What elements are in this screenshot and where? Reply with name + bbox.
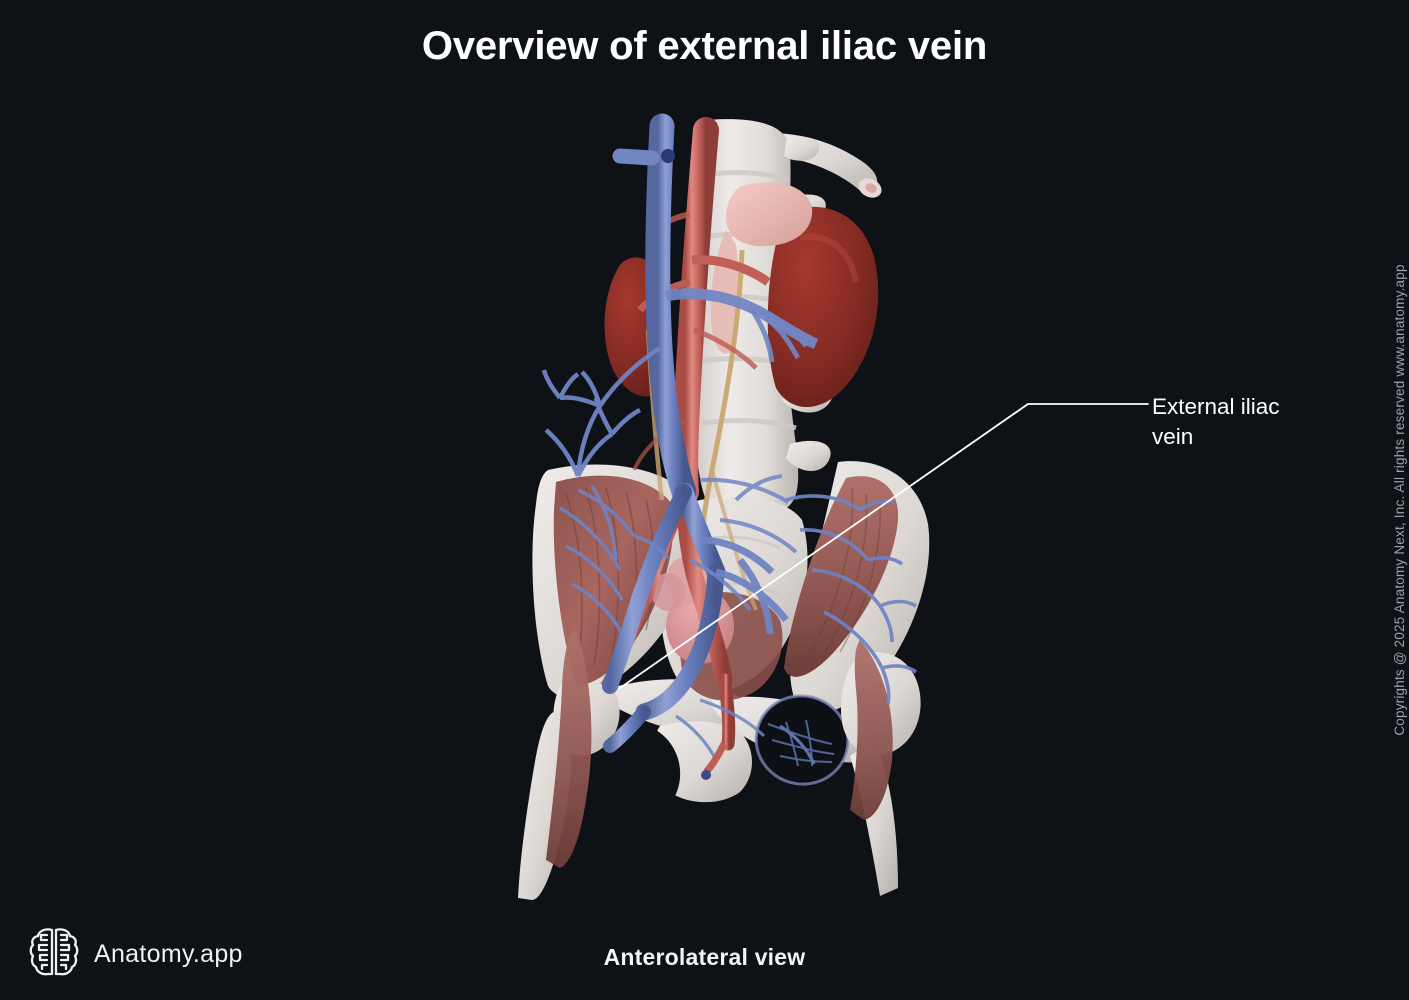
label-line-1: External iliac [1152,394,1280,419]
brain-icon [28,925,80,984]
label-line-2: vein [1152,424,1194,449]
anatomy-app-logo[interactable]: Anatomy.app [28,925,243,984]
page-title: Overview of external iliac vein [421,24,988,68]
vein-lumen [661,149,675,163]
adrenal-gland [725,182,813,247]
psoas-muscle-left [546,630,592,868]
label-external-iliac-vein: External iliac vein [1152,392,1362,452]
logo-brand-text: Anatomy.app [94,940,243,968]
copyright-notice: Copyrights @ 2025 Anatomy Next, Inc. All… [1392,264,1407,736]
femoral-vein [603,705,651,753]
view-caption: Anterolateral view [603,944,806,970]
